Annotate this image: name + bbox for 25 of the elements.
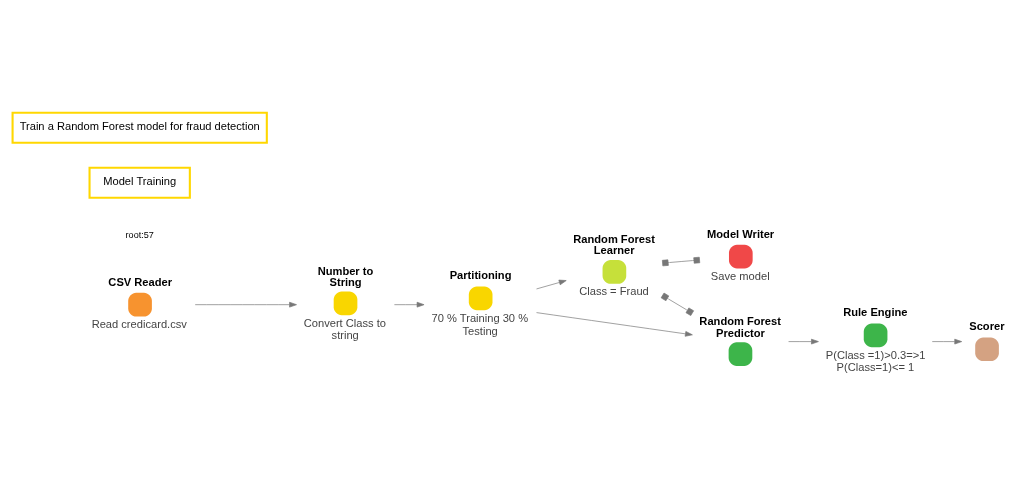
node-label: CSV Reader — [108, 275, 173, 288]
arrow — [931, 338, 963, 345]
node-label: Partitioning — [449, 269, 512, 282]
node-label: Random Forest Predictor — [699, 315, 781, 339]
arrow — [788, 338, 819, 345]
connector — [660, 292, 694, 316]
node-label: Save model — [710, 270, 770, 283]
arrow — [394, 301, 425, 308]
node-label: Model Writer — [707, 227, 775, 240]
node-box: Train a Random Forest model for fraud detection — [11, 111, 268, 144]
node-label: Rule Engine — [843, 306, 908, 319]
node-label: Convert Class to string — [303, 316, 386, 342]
arrow — [536, 312, 693, 337]
connector — [662, 256, 701, 267]
node-box: Model Training — [88, 166, 191, 199]
arrow — [194, 301, 297, 308]
node-label: Scorer — [969, 320, 1005, 333]
arrow — [536, 279, 567, 290]
node-label: Number to String — [317, 264, 374, 288]
node-label: P(Class =1)>0.3=>1 P(Class=1)<= 1 — [825, 348, 926, 374]
node-label: Class = Fraud — [579, 285, 649, 298]
node-label: 70 % Training 30 % Testing — [431, 311, 529, 337]
label: root:57 — [125, 230, 154, 241]
node-label: Read credicard.csv — [91, 318, 187, 331]
node-label: Random Forest Learner — [573, 233, 655, 257]
